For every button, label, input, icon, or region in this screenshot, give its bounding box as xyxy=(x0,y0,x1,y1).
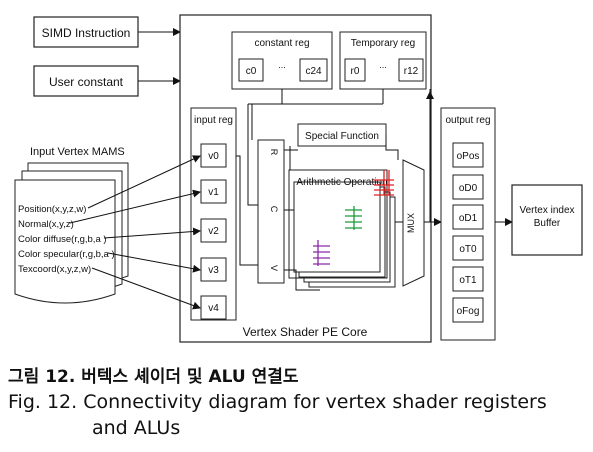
output-reg-ofog: oFog xyxy=(457,306,480,317)
vertex-item-diffuse: Color diffuse(r,g,b,a ) xyxy=(18,234,107,245)
input-reg-v0: v0 xyxy=(208,151,219,162)
simd-instruction-label: SIMD Instruction xyxy=(42,26,131,40)
input-reg-v3: v3 xyxy=(208,265,219,276)
user-constant-label: User constant xyxy=(49,75,124,89)
output-reg-title: output reg xyxy=(445,115,490,126)
constant-reg-title: constant reg xyxy=(254,38,309,49)
caption-korean: 그림 12. 버텍스 셰이더 및 ALU 연결도 xyxy=(8,367,299,387)
operand-green-lines xyxy=(345,206,362,230)
constant-reg: constant reg c0 ... c24 xyxy=(231,31,333,90)
internal-wiring xyxy=(236,89,442,291)
vertex-item-specular: Color specular(r,g,b,a ) xyxy=(18,249,115,260)
output-reg-ot0: oT0 xyxy=(459,244,477,255)
core-label: Vertex Shader PE Core xyxy=(243,325,368,339)
temporary-reg-dots: ... xyxy=(379,60,387,70)
operand-purple-lines xyxy=(313,240,330,266)
temporary-reg-title: Temporary reg xyxy=(351,38,415,49)
selector-c: C xyxy=(269,206,279,213)
input-reg-v1: v1 xyxy=(208,187,219,198)
constant-reg-c0: c0 xyxy=(246,66,257,77)
input-reg-v2: v2 xyxy=(208,226,219,237)
vertex-shader-diagram: SIMD Instruction User constant Vertex Sh… xyxy=(14,14,583,343)
caption-english-line2: and ALUs xyxy=(92,417,181,439)
output-reg-ot1: oT1 xyxy=(459,275,477,286)
input-reg-v4: v4 xyxy=(208,303,219,314)
arithmetic-alu-stack: Arithmetic Operation xyxy=(288,169,396,288)
vertex-input-arrows xyxy=(69,155,201,310)
constant-reg-c24: c24 xyxy=(305,66,322,77)
mux: MUX xyxy=(402,159,425,287)
vertex-item-position: Position(x,y,z,w) xyxy=(18,204,86,215)
vertex-list-title: Input Vertex MAMS xyxy=(30,146,125,158)
special-function-label: Special Function xyxy=(305,131,379,142)
simd-instruction-box: SIMD Instruction xyxy=(33,16,139,48)
vertex-item-texcoord: Texcoord(x,y,z,w) xyxy=(18,264,91,275)
temporary-reg-r12: r12 xyxy=(404,66,419,77)
output-reg-od0: oD0 xyxy=(459,183,478,194)
temporary-reg: Temporary reg r0 ... r12 xyxy=(339,31,427,90)
operand-red-lines xyxy=(374,170,394,196)
user-constant-box: User constant xyxy=(33,65,139,97)
operand-selector: R C V xyxy=(257,139,285,284)
output-reg-od1: oD1 xyxy=(459,213,478,224)
input-reg: input reg v0 v1 v2 v3 v4 xyxy=(190,107,237,321)
constant-reg-dots: ... xyxy=(278,60,286,70)
temporary-reg-r0: r0 xyxy=(351,66,360,77)
mux-label: MUX xyxy=(406,213,416,233)
selector-v: V xyxy=(269,265,279,271)
input-vertex-stack: Input Vertex MAMS Position(x,y,z,w) Norm… xyxy=(14,146,129,304)
caption-english-line1: Fig. 12. Connectivity diagram for vertex… xyxy=(8,391,547,413)
special-function-box: Special Function xyxy=(297,123,387,147)
vertex-item-normal: Normal(x,y,z) xyxy=(18,219,74,230)
input-reg-title: input reg xyxy=(194,115,233,126)
output-reg-opos: oPos xyxy=(457,151,480,162)
selector-r: R xyxy=(269,149,279,156)
output-reg: output reg oPos oD0 oD1 oT0 oT1 oFog xyxy=(440,107,496,341)
arithmetic-label: Arithmetic Operation xyxy=(296,177,387,188)
